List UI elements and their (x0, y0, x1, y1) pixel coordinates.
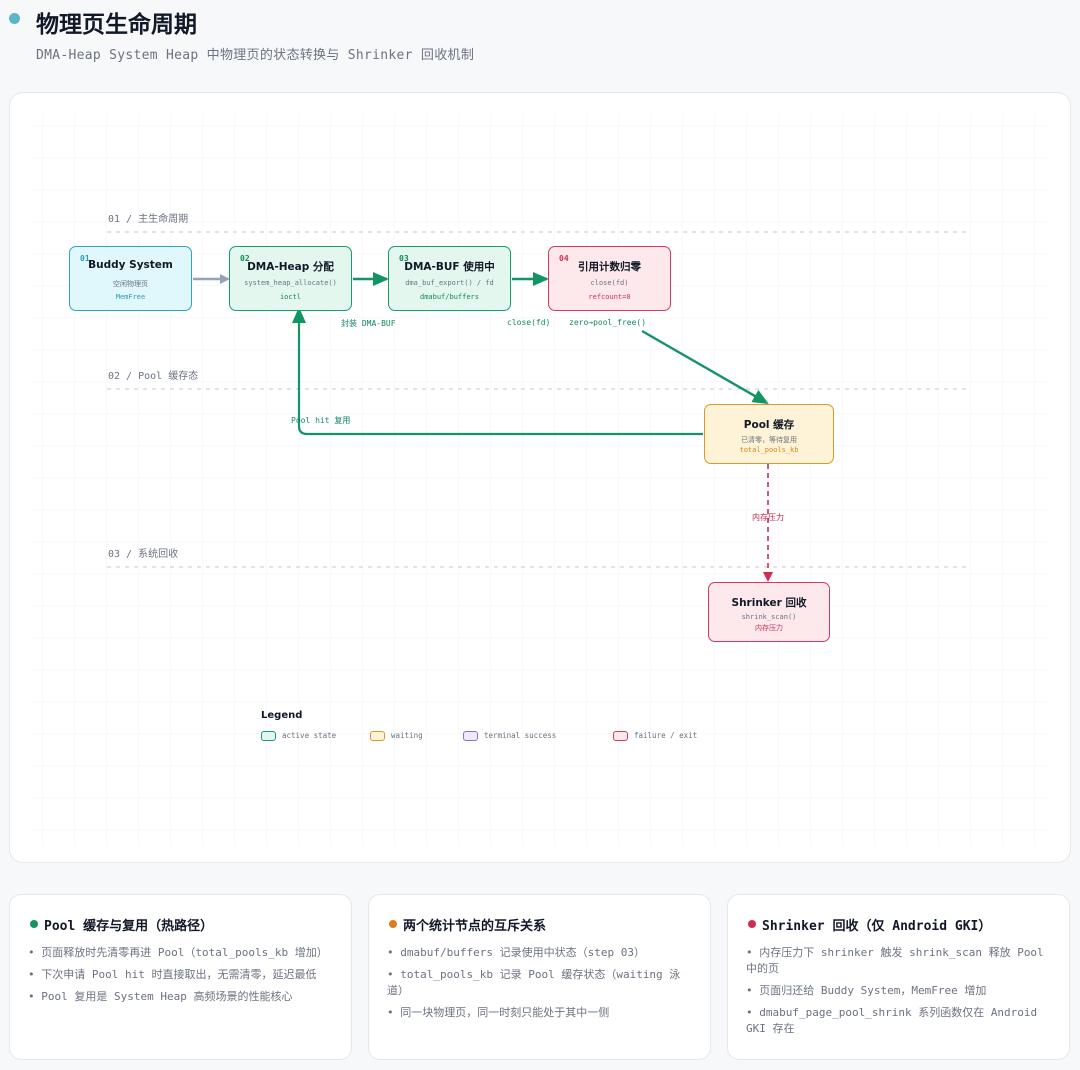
lane-label-pool: 02 / Pool 缓存态 (108, 371, 199, 382)
node-title: 引用计数归零 (578, 261, 641, 273)
node-tag: total_pools_kb (739, 446, 799, 454)
node-title: Shrinker 回收 (731, 597, 807, 609)
node-title: DMA-Heap 分配 (247, 261, 334, 273)
legend-swatch (463, 731, 478, 741)
node-tag: refcount=0 (588, 293, 631, 301)
legend-label: failure / exit (634, 731, 698, 740)
list-item: 内存压力下 shrinker 触发 shrink_scan 释放 Pool 中的… (746, 945, 1055, 977)
info-card-stat-nodes: 两个统计节点的互斥关系 dmabuf/buffers 记录使用中状态（step … (368, 894, 711, 1060)
node-number: 01 (80, 254, 90, 263)
list-item: 下次申请 Pool hit 时直接取出，无需清零，延迟最低 (28, 967, 337, 983)
node-title: Buddy System (88, 259, 173, 271)
card-title: Shrinker 回收（仅 Android GKI） (762, 919, 992, 934)
edge-pool-hit-reuse (292, 307, 703, 436)
list-item: 页面归还给 Buddy System，MemFree 增加 (746, 983, 1055, 999)
node-number: 03 (399, 254, 409, 263)
node-number: 02 (240, 254, 250, 263)
page-header: 物理页生命周期 DMA-Heap System Heap 中物理页的状态转换与 … (0, 0, 1080, 80)
card-title: Pool 缓存与复用（热路径） (44, 919, 214, 934)
info-card-pool-reuse: Pool 缓存与复用（热路径） 页面释放时先清零再进 Pool（total_po… (9, 894, 352, 1060)
diagram-canvas: 01 / 主生命周期 02 / Pool 缓存态 03 / 系统回收 01 Bu… (9, 92, 1071, 863)
node-shrinker-reclaim: Shrinker 回收 shrink_scan() 内存压力 (708, 582, 830, 642)
edge-label-close: close(fd) (507, 318, 551, 327)
card-list: 页面释放时先清零再进 Pool（total_pools_kb 增加） 下次申请 … (28, 945, 337, 1011)
node-subtitle: 空闲物理页 (113, 280, 148, 288)
node-number: 04 (559, 254, 569, 263)
node-tag: MemFree (115, 293, 146, 301)
node-tag: ioctl (279, 293, 302, 301)
legend-swatch (370, 731, 385, 741)
grid-background (32, 115, 1048, 845)
page-subtitle: DMA-Heap System Heap 中物理页的状态转换与 Shrinker… (36, 48, 475, 63)
node-subtitle: system_heap_allocate() (244, 279, 337, 287)
card-title: 两个统计节点的互斥关系 (403, 919, 547, 934)
node-title: DMA-BUF 使用中 (404, 261, 495, 273)
node-subtitle: shrink_scan() (741, 613, 797, 621)
legend-label: terminal success (484, 731, 557, 740)
card-list: 内存压力下 shrinker 触发 shrink_scan 释放 Pool 中的… (746, 945, 1055, 1043)
list-item: dmabuf_page_pool_shrink 系列函数仅在 Android G… (746, 1005, 1055, 1037)
edge-label-wrap: 封装 DMA-BUF (341, 319, 396, 328)
list-item: 页面释放时先清零再进 Pool（total_pools_kb 增加） (28, 945, 337, 961)
node-pool-cache: Pool 缓存 已清零，等待复用 total_pools_kb (704, 404, 834, 464)
legend-swatch (261, 731, 276, 741)
node-subtitle: close(fd) (590, 279, 629, 287)
list-item: Pool 复用是 System Heap 高频场景的性能核心 (28, 989, 337, 1005)
lane-label-reclaim: 03 / 系统回收 (108, 549, 179, 560)
legend-title: Legend (261, 710, 303, 721)
edge-label-zero: zero→pool_free() (569, 318, 647, 327)
title-dot-icon (9, 13, 20, 24)
node-tag: 内存压力 (755, 624, 783, 632)
list-item: total_pools_kb 记录 Pool 缓存状态（waiting 泳道） (387, 967, 696, 999)
edge-refzero-to-pool (641, 329, 769, 405)
edge-label-pool-hit: Pool hit 复用 (291, 416, 351, 425)
node-title: Pool 缓存 (743, 419, 795, 431)
node-subtitle: dma_buf_export() / fd (405, 279, 494, 287)
lane-label-main: 01 / 主生命周期 (108, 214, 189, 225)
card-dot-icon (748, 920, 756, 928)
legend-label: waiting (391, 731, 423, 740)
legend-swatch (613, 731, 628, 741)
node-dma-buf-in-use: 03 DMA-BUF 使用中 dma_buf_export() / fd dma… (388, 246, 511, 311)
node-tag: dmabuf/buffers (419, 293, 479, 301)
card-list: dmabuf/buffers 记录使用中状态（step 03） total_po… (387, 945, 696, 1027)
info-card-shrinker: Shrinker 回收（仅 Android GKI） 内存压力下 shrinke… (727, 894, 1070, 1060)
list-item: dmabuf/buffers 记录使用中状态（step 03） (387, 945, 696, 961)
list-item: 同一块物理页，同一时刻只能处于其中一侧 (387, 1005, 696, 1021)
node-subtitle: 已清零，等待复用 (741, 436, 797, 444)
diagram-svg (32, 115, 1048, 845)
card-dot-icon (30, 920, 38, 928)
node-dma-heap-alloc: 02 DMA-Heap 分配 system_heap_allocate() io… (229, 246, 352, 311)
page-title: 物理页生命周期 (36, 12, 197, 38)
node-buddy-system: 01 Buddy System 空闲物理页 MemFree (69, 246, 192, 311)
legend-label: active state (282, 731, 337, 740)
card-dot-icon (389, 920, 397, 928)
edge-label-pressure: 内存压力 (752, 513, 784, 522)
node-refcount-zero: 04 引用计数归零 close(fd) refcount=0 (548, 246, 671, 311)
